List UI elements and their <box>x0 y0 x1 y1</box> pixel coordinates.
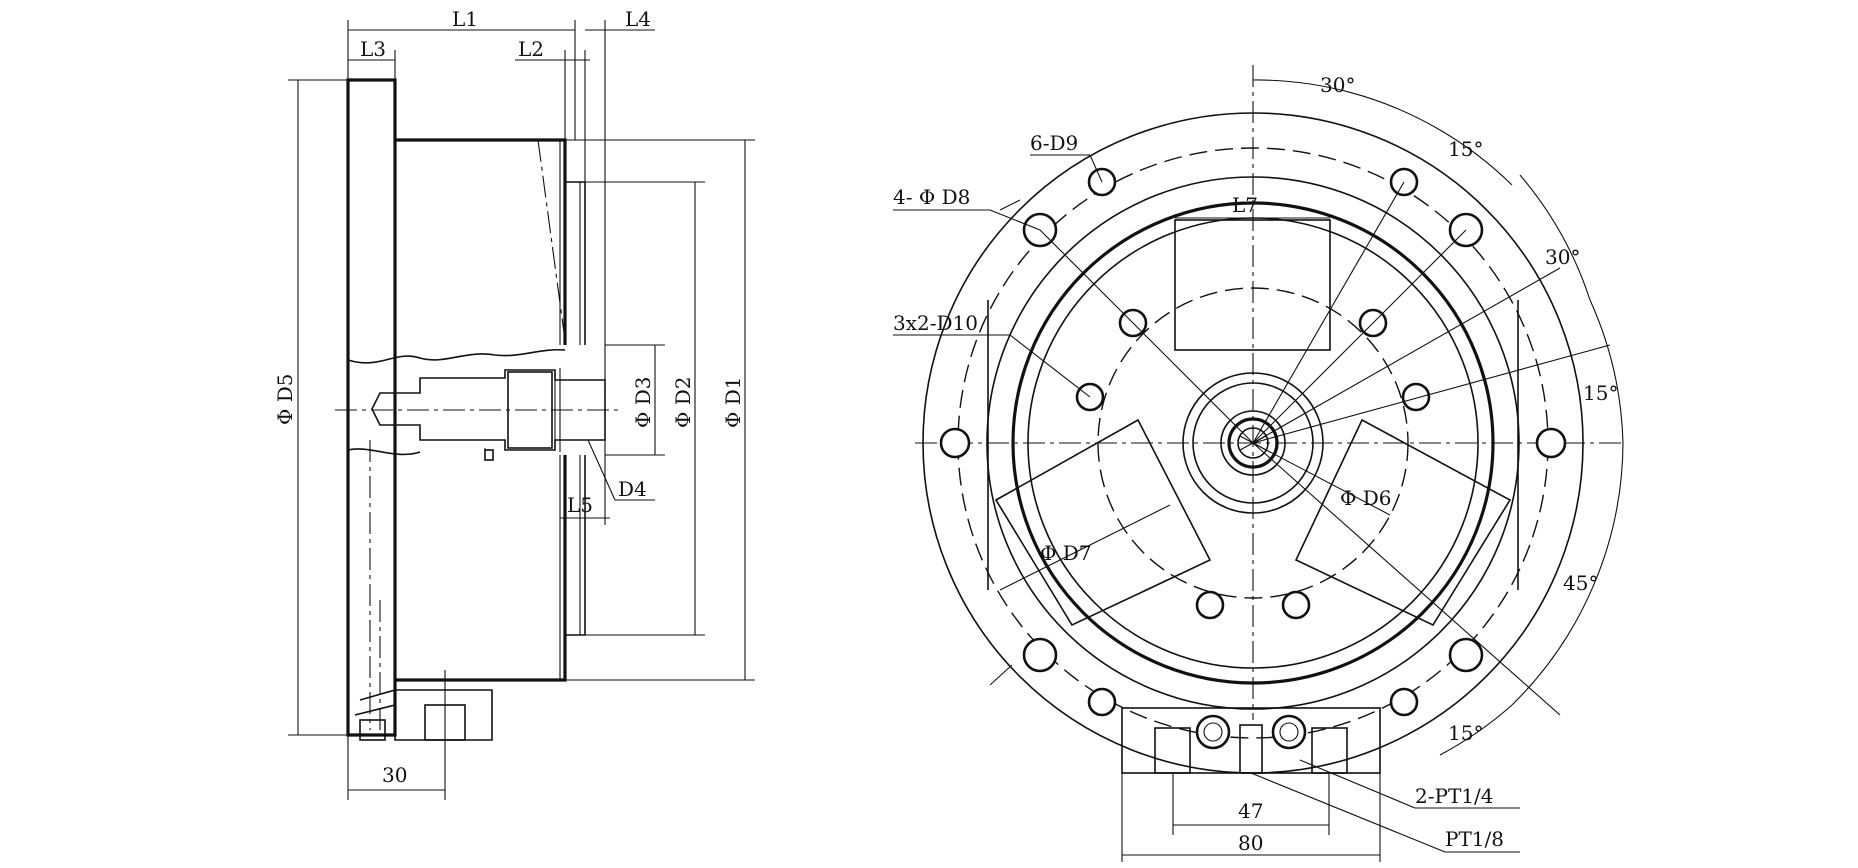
callout-3x2-d10: 3x2-D10 <box>893 311 978 335</box>
dim-47-label: 47 <box>1238 799 1263 823</box>
jaw-lower-right <box>1294 418 1512 627</box>
dim-d2-label: Φ D2 <box>671 376 695 428</box>
callout-6-d9: 6-D9 <box>1030 131 1078 155</box>
angle-15-b: 15° <box>1583 381 1618 405</box>
angle-15-a: 15° <box>1448 137 1483 161</box>
dim-d5-label: Φ D5 <box>273 373 297 425</box>
dim-d7-label: Φ D7 <box>1040 541 1092 565</box>
dim-d6-label: Φ D6 <box>1340 486 1392 510</box>
dim-l4-label: L4 <box>625 7 651 31</box>
angle-30-top: 30° <box>1320 73 1355 97</box>
dim-l7-label: L7 <box>1232 193 1258 217</box>
dim-30-label: 30 <box>382 763 407 787</box>
port-block <box>1121 707 1381 774</box>
front-view: 30° 15° 30° 15° 45° 15° 6-D9 4- Φ D8 3x2… <box>893 65 1625 862</box>
dim-l5-label: L5 <box>567 493 593 517</box>
angle-15-c: 15° <box>1448 721 1483 745</box>
dim-l2-label: L2 <box>518 37 544 61</box>
dim-d3-label: Φ D3 <box>631 376 655 428</box>
dim-80-label: 80 <box>1238 831 1263 855</box>
dim-l1-label: L1 <box>452 7 478 31</box>
jaw-lower-left <box>994 418 1212 627</box>
dim-l3-label: L3 <box>360 37 386 61</box>
callout-pt18: PT1/8 <box>1445 827 1504 851</box>
dim-d1-label: Φ D1 <box>721 376 745 428</box>
callout-2-pt14: 2-PT1/4 <box>1415 784 1493 808</box>
side-view: L1 L4 L3 L2 Φ D5 Φ D3 Φ D2 Φ D1 <box>273 7 755 800</box>
dim-d4-label: D4 <box>618 477 647 501</box>
angle-45: 45° <box>1563 571 1598 595</box>
angle-30-right: 30° <box>1545 245 1580 269</box>
callout-4-d8: 4- Φ D8 <box>893 185 970 209</box>
